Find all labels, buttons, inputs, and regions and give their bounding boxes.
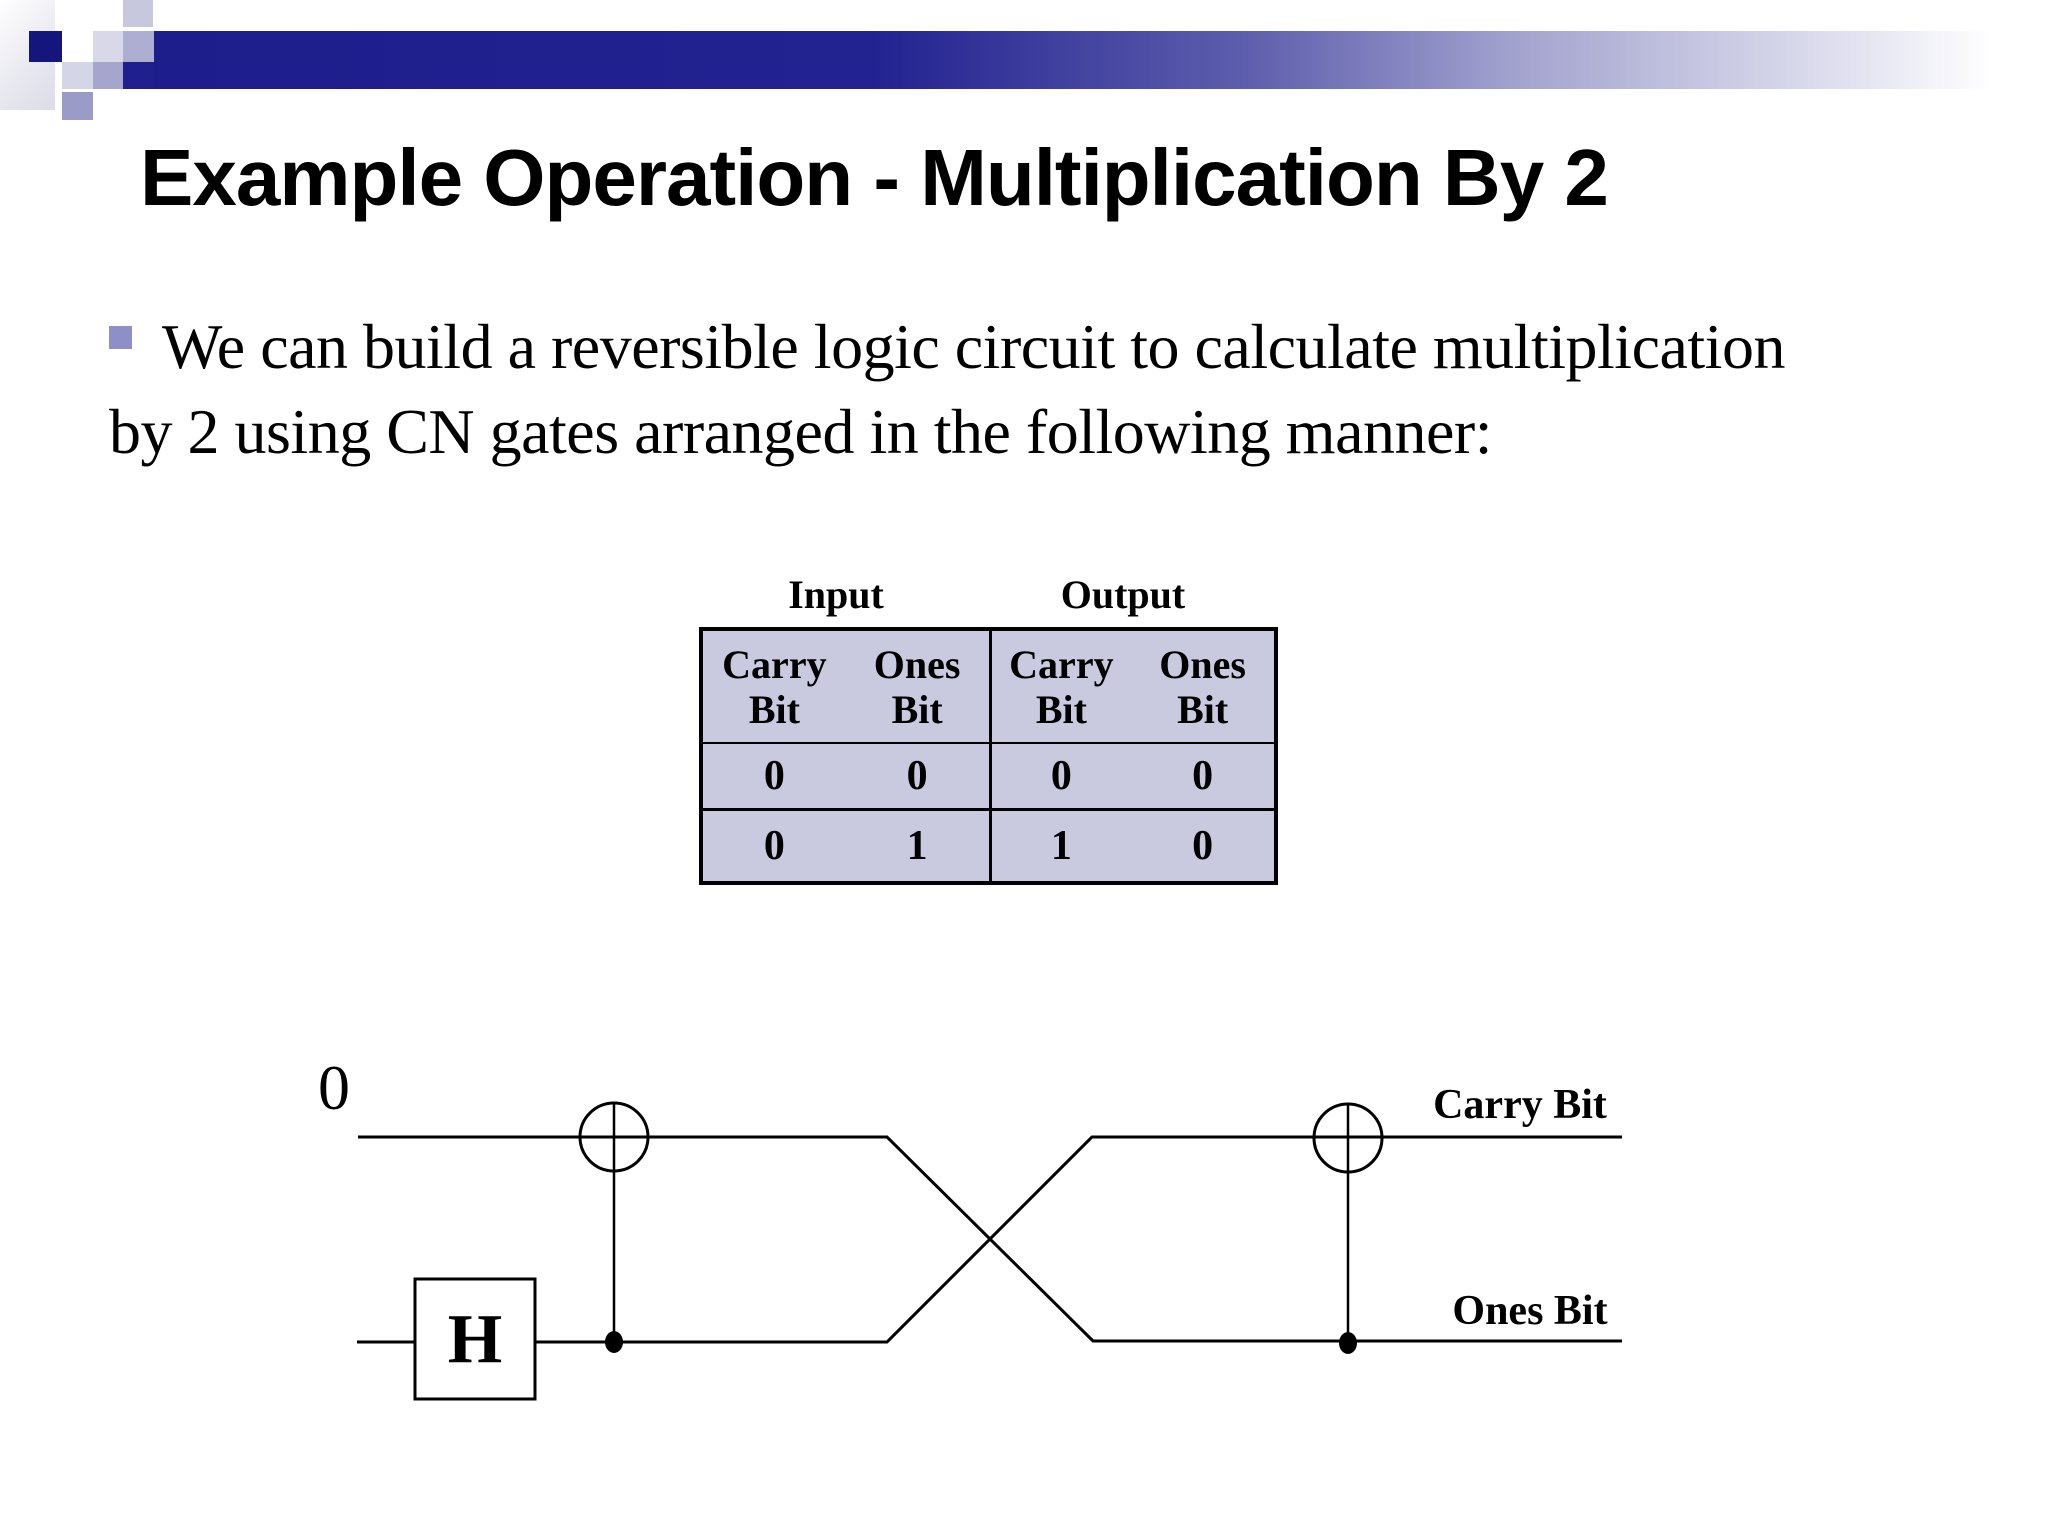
table-cell: 0	[845, 744, 989, 811]
bullet-square-icon	[109, 326, 132, 349]
table-header-cell: Carry Bit	[988, 631, 1132, 744]
cnot2-target-circle	[1312, 1102, 1384, 1174]
banner-bar-step	[123, 62, 154, 89]
table-header-cell: Carry Bit	[703, 631, 846, 744]
cnot1-target-circle	[578, 1101, 650, 1173]
table-group-header-input: Input	[788, 572, 884, 617]
table-cell: 0	[988, 744, 1132, 811]
hadamard-gate-label: H	[447, 1301, 503, 1378]
table-header-cell: Ones Bit	[1131, 631, 1274, 744]
table-cell: 1	[906, 823, 928, 869]
banner-square-medium3	[62, 92, 93, 120]
hadamard-gate-box	[413, 1277, 537, 1401]
cnot1-control-dot	[605, 1331, 623, 1353]
wire-bottom-qubit	[357, 1135, 1622, 1344]
table-group-header-output: Output	[1060, 572, 1186, 617]
banner-square-medium2	[93, 62, 123, 89]
table-cell: 0	[703, 744, 846, 811]
body-text-line1: We can build a reversible logic circuit …	[162, 311, 1785, 382]
table-cell: 0	[1192, 823, 1214, 869]
table-cell: 1	[988, 811, 1132, 881]
cnot2-control-dot	[1339, 1332, 1357, 1354]
banner-square-navy	[29, 31, 62, 62]
body-text-line2: by 2 using CN gates arranged in the foll…	[109, 396, 1492, 467]
carry-bit-label: Carry Bit	[1433, 1082, 1607, 1128]
ones-bit-label: Ones Bit	[1452, 1288, 1608, 1334]
truth-table: Carry Bit Ones Bit Carry Bit Ones Bit 0 …	[699, 627, 1278, 885]
banner-square-light2	[62, 62, 93, 89]
banner-gradient-bar	[154, 31, 2048, 89]
banner-square-top	[123, 0, 153, 27]
table-cell: 0	[763, 823, 785, 869]
page-title: Example Operation - Multiplication By 2	[140, 133, 1609, 222]
banner-square-medium1	[123, 31, 154, 62]
table-header-cell: Ones Bit	[845, 631, 989, 744]
circuit-input-zero-label: 0	[318, 1052, 350, 1123]
table-cell: 0	[1131, 744, 1274, 811]
banner-square-light1	[93, 31, 123, 62]
